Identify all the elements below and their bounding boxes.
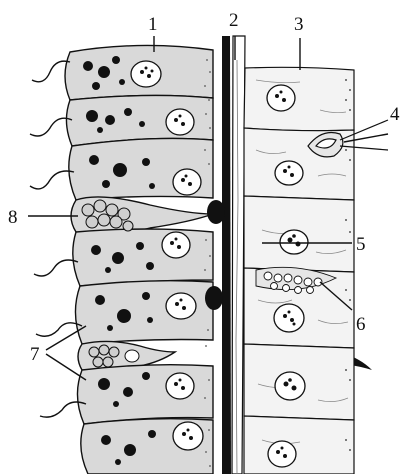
right-cell-1	[244, 67, 354, 130]
basement-membrane	[222, 36, 245, 474]
label-5: 5	[356, 234, 366, 255]
label-6: 6	[356, 314, 366, 335]
left-cell-4	[73, 229, 213, 286]
label-4: 4	[390, 104, 400, 125]
right-cell-6	[244, 416, 354, 474]
label-1: 1	[148, 14, 158, 35]
label-3: 3	[294, 14, 304, 35]
label-2: 2	[229, 10, 239, 31]
label-7: 7	[30, 344, 40, 365]
left-epithelium	[65, 45, 213, 474]
label-8: 8	[8, 207, 18, 228]
